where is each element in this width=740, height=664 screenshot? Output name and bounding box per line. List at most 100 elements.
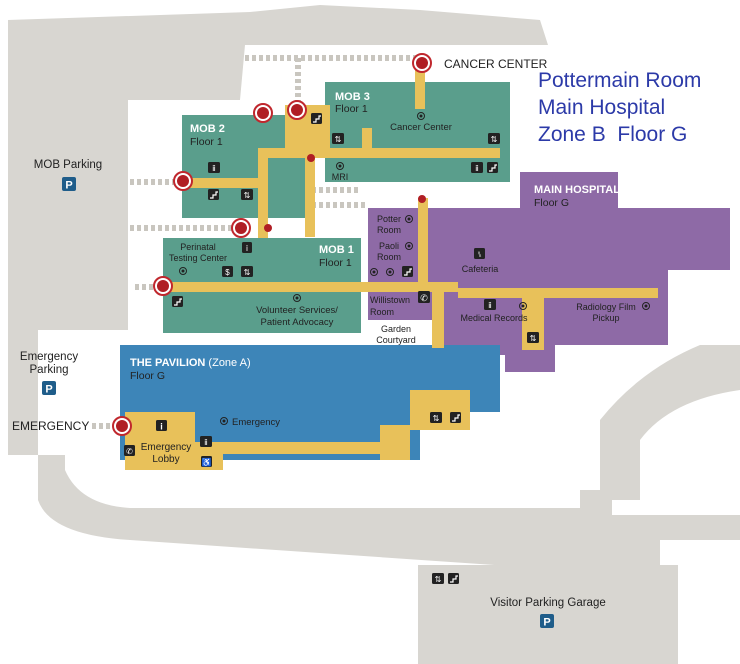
- svg-text:⇅: ⇅: [491, 135, 498, 144]
- overlay-title-line3: Zone B Floor G: [538, 123, 687, 146]
- svg-text:ⅱ: ⅱ: [488, 301, 492, 310]
- location-pins: [179, 112, 650, 425]
- emergency-parking-label: Emergency: [20, 351, 78, 363]
- stairs-icon: [208, 189, 219, 200]
- mob3-floor: Floor 1: [335, 103, 368, 115]
- cancer-center-label: Cancer Center: [390, 122, 452, 133]
- svg-text:ⅱ: ⅱ: [475, 164, 479, 173]
- cancer-center-entrance-label: CANCER CENTER: [444, 57, 548, 71]
- restroom-icon: ⅰ: [242, 242, 252, 253]
- mob1-floor: Floor 1: [319, 257, 352, 269]
- medical-records-label: Medical Records: [460, 313, 528, 323]
- svg-text:✆: ✆: [126, 447, 133, 456]
- telephone-icon: ✆: [124, 445, 135, 456]
- stairs-icon: [487, 162, 498, 173]
- location-pin-icon: [386, 268, 394, 276]
- potter-room-label: Room: [377, 225, 401, 235]
- svg-text:ⅰ: ⅰ: [246, 244, 248, 253]
- garden-courtyard-label: Courtyard: [376, 335, 416, 345]
- elevator-icon: ⇅: [241, 266, 253, 277]
- info-icon: i: [156, 420, 167, 432]
- cafeteria-label: Cafeteria: [462, 264, 499, 274]
- stairs-icon: [402, 266, 413, 277]
- potter-room-label: Potter: [377, 214, 401, 224]
- location-pin-icon: [519, 302, 527, 310]
- location-pin-icon: [370, 268, 378, 276]
- pavilion-floor: Floor G: [130, 370, 165, 382]
- emergency-lobby-label: Lobby: [152, 454, 179, 465]
- accessible-icon: ♿: [201, 456, 212, 467]
- mri-label: MRI: [332, 172, 349, 182]
- svg-text:P: P: [543, 617, 550, 629]
- volunteer-services-label: Patient Advocacy: [261, 317, 334, 328]
- svg-text:♿: ♿: [202, 457, 212, 467]
- svg-text:⇅: ⇅: [530, 334, 537, 343]
- svg-text:⇅: ⇅: [244, 268, 251, 277]
- parking-icons: P P P: [42, 177, 554, 629]
- roads: [8, 5, 740, 664]
- svg-text:P: P: [65, 180, 72, 192]
- perinatal-label: Perinatal: [180, 242, 216, 252]
- restroom-icon: ⅱ: [208, 162, 220, 173]
- elevator-icon: ⇅: [527, 332, 539, 343]
- elevator-icon: ⇅: [332, 133, 344, 144]
- restroom-icon: ⅱ: [200, 436, 212, 447]
- elevator-icon: ⇅: [241, 189, 253, 200]
- parking-icon: P: [540, 614, 554, 629]
- location-pin-icon: [336, 162, 344, 170]
- garden-courtyard-label: Garden: [381, 324, 411, 334]
- emergency-entrance-label: EMERGENCY: [12, 419, 89, 433]
- overlay-title-line2: Main Hospital: [538, 96, 665, 119]
- main-hospital-building: [368, 172, 730, 372]
- stairs-icon: [172, 296, 183, 307]
- perinatal-label: Testing Center: [169, 253, 227, 263]
- location-pin-icon: [642, 302, 650, 310]
- location-pin-icon: [220, 417, 228, 425]
- paoli-room-label: Paoli: [379, 241, 399, 251]
- location-pin-icon: [179, 267, 187, 275]
- svg-text:P: P: [45, 384, 52, 396]
- parking-icon: P: [42, 381, 56, 396]
- mob1-name: MOB 1: [319, 244, 354, 256]
- parking-icon: P: [62, 177, 76, 192]
- svg-text:⇅: ⇅: [433, 414, 440, 423]
- radiology-label: Pickup: [592, 313, 619, 323]
- amenity-icons: ⇅ ⇅ ⅱ ⅱ ⇅ ⅰ $ ⇅ ⑊ ✆ ⅱ ⇅ ⇅ i ⅱ ✆ ♿ ⇅: [124, 113, 539, 584]
- mob3-name: MOB 3: [335, 91, 370, 103]
- location-pin-icon: [293, 294, 301, 302]
- svg-text:ⅱ: ⅱ: [212, 164, 216, 173]
- svg-text:⇅: ⇅: [244, 191, 251, 200]
- entrance-markers[interactable]: [112, 53, 432, 436]
- volunteer-services-label: Volunteer Services/: [256, 305, 338, 316]
- willistown-room-label: Willistown: [370, 295, 410, 305]
- pavilion-name: THE PAVILION (Zone A): [130, 357, 251, 369]
- restroom-icon: ⅱ: [471, 162, 483, 173]
- radiology-label: Radiology Film: [576, 302, 636, 312]
- svg-text:⇅: ⇅: [435, 575, 442, 584]
- svg-text:✆: ✆: [420, 293, 428, 303]
- svg-text:$: $: [225, 268, 230, 277]
- elevator-icon: ⇅: [432, 573, 444, 584]
- visitor-parking-label: Visitor Parking Garage: [490, 597, 605, 609]
- svg-text:i: i: [160, 422, 163, 432]
- cafeteria-icon: ⑊: [474, 248, 485, 259]
- svg-text:⇅: ⇅: [335, 135, 342, 144]
- stairs-icon: [448, 573, 459, 584]
- stairs-icon: [450, 412, 461, 423]
- svg-text:⑊: ⑊: [477, 250, 482, 259]
- location-pin-icon: [405, 242, 413, 250]
- svg-text:ⅱ: ⅱ: [204, 438, 208, 447]
- emergency-parking-label: Parking: [30, 364, 69, 376]
- location-pin-icon: [417, 112, 425, 120]
- mob2-name: MOB 2: [190, 123, 225, 135]
- stairs-icon: [311, 113, 322, 124]
- location-pin-icon: [405, 215, 413, 223]
- telephone-icon: ✆: [418, 291, 430, 303]
- elevator-icon: ⇅: [488, 133, 500, 144]
- elevator-icon: ⇅: [430, 412, 442, 423]
- mob-parking-label: MOB Parking: [34, 159, 102, 171]
- overlay-title-line1: Pottermain Room: [538, 69, 701, 92]
- restroom-icon: ⅱ: [484, 299, 496, 310]
